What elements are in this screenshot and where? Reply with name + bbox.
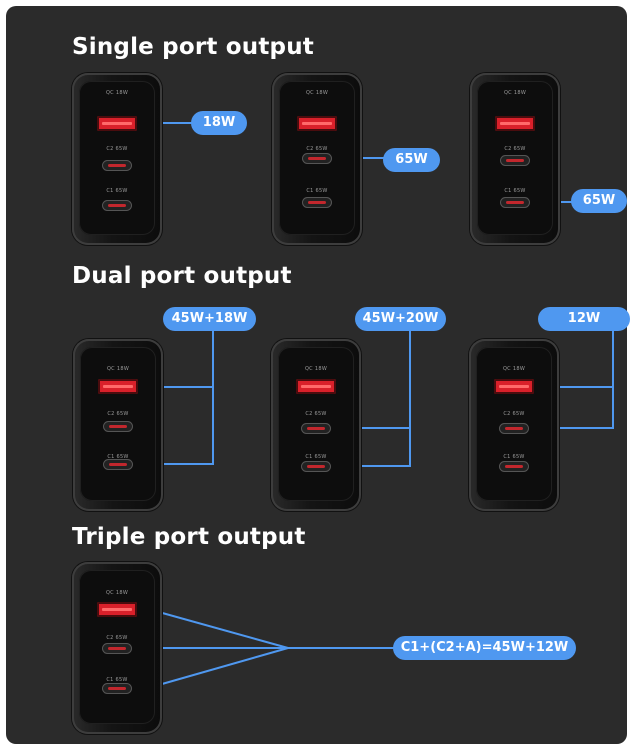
usb-c-port-icon [500, 155, 530, 166]
port-label-c2: C2 65W [504, 146, 526, 152]
usb-c-port-icon [499, 423, 529, 434]
port-label-c1: C1 65W [504, 188, 526, 194]
port-label-qc: QC 18W [105, 590, 129, 596]
charger-single-3: QC 18W C2 65W C1 65W [470, 73, 560, 245]
output-badge: 18W [191, 111, 247, 135]
usb-a-port-icon [494, 379, 534, 394]
charger-single-1: QC 18W C2 65W C1 65W [72, 73, 162, 245]
usb-c-port-icon [499, 461, 529, 472]
usb-a-port-icon [296, 379, 336, 394]
usb-a-port-icon [495, 116, 535, 131]
usb-c-port-icon [103, 421, 133, 432]
usb-a-port-icon [297, 116, 337, 131]
output-badge: C1+(C2+A)=45W+12W [393, 636, 576, 660]
usb-c-port-icon [102, 160, 132, 171]
usb-c-port-icon [301, 423, 331, 434]
output-badge: 45W+18W [163, 307, 256, 331]
section-title-triple: Triple port output [72, 524, 306, 550]
charger-dual-1: QC 18W C2 65W C1 65W [73, 339, 163, 511]
section-title-single: Single port output [72, 34, 314, 60]
usb-c-port-icon [302, 197, 332, 208]
usb-c-port-icon [102, 643, 132, 654]
usb-c-port-icon [302, 153, 332, 164]
port-label-qc: QC 18W [304, 366, 328, 372]
charger-triple: QC 18W C2 65W C1 65W [72, 562, 162, 734]
port-label-c1: C1 65W [106, 677, 128, 683]
port-label-qc: QC 18W [503, 90, 527, 96]
usb-a-port-icon [98, 379, 138, 394]
port-label-qc: QC 18W [305, 90, 329, 96]
output-badge: 65W [383, 148, 440, 172]
output-badge: 65W [571, 189, 627, 213]
port-label-qc: QC 18W [502, 366, 526, 372]
port-label-c1: C1 65W [106, 188, 128, 194]
usb-c-port-icon [103, 459, 133, 470]
charger-dual-3: QC 18W C2 65W C1 65W [469, 339, 559, 511]
output-badge: 45W+20W [355, 307, 446, 331]
section-title-dual: Dual port output [72, 263, 292, 289]
usb-c-port-icon [500, 197, 530, 208]
port-label-qc: QC 18W [105, 90, 129, 96]
port-label-c2: C2 65W [106, 635, 128, 641]
port-label-c1: C1 65W [107, 454, 129, 460]
usb-c-port-icon [102, 200, 132, 211]
charger-dual-2: QC 18W C2 65W C1 65W [271, 339, 361, 511]
port-label-c2: C2 65W [106, 146, 128, 152]
usb-c-port-icon [301, 461, 331, 472]
charger-single-2: QC 18W C2 65W C1 65W [272, 73, 362, 245]
port-label-c1: C1 65W [306, 188, 328, 194]
usb-a-port-icon [97, 116, 137, 131]
port-label-c2: C2 65W [503, 411, 525, 417]
port-label-c1: C1 65W [305, 454, 327, 460]
usb-a-port-icon [97, 602, 137, 617]
port-label-c2: C2 65W [305, 411, 327, 417]
port-label-c1: C1 65W [503, 454, 525, 460]
output-badge: 12W [538, 307, 630, 331]
port-label-c2: C2 65W [107, 411, 129, 417]
usb-c-port-icon [102, 683, 132, 694]
port-label-c2: C2 65W [306, 146, 328, 152]
port-label-qc: QC 18W [106, 366, 130, 372]
